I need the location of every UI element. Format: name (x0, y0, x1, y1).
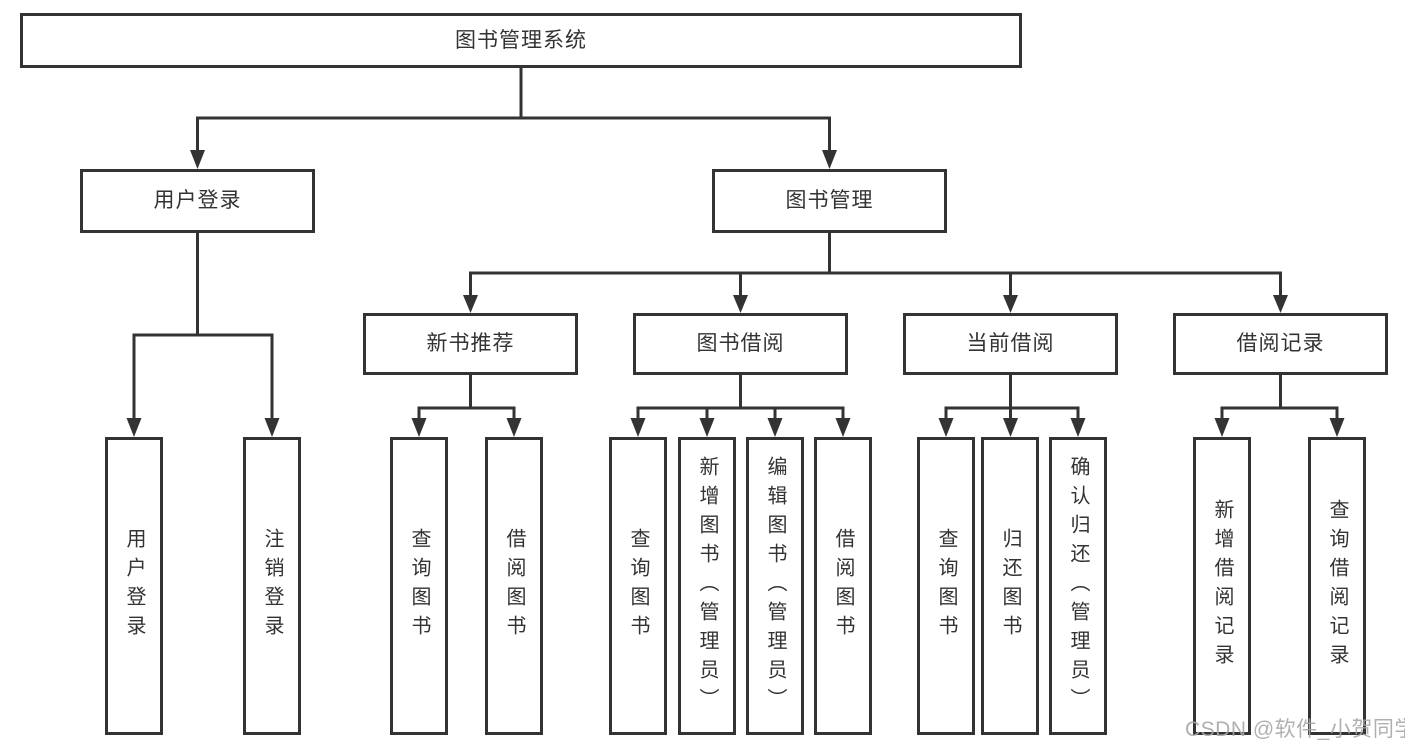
leaf-query-books-recommend: 查询图书 (390, 437, 448, 735)
leaf-borrow-books-recommend: 借阅图书 (485, 437, 543, 735)
leaf-add-borrow-record: 新增借阅记录 (1193, 437, 1251, 735)
node-borrow-records: 借阅记录 (1173, 313, 1388, 375)
node-book-management: 图书管理 (712, 169, 947, 233)
node-book-borrow: 图书借阅 (633, 313, 848, 375)
leaf-logout: 注销登录 (243, 437, 301, 735)
node-user-login: 用户登录 (80, 169, 315, 233)
node-new-book-recommend: 新书推荐 (363, 313, 578, 375)
leaf-add-books-admin: 新增图书（管理员） (678, 437, 736, 735)
leaf-query-books-current: 查询图书 (917, 437, 975, 735)
leaf-edit-books-admin: 编辑图书（管理员） (746, 437, 804, 735)
leaf-return-books: 归还图书 (981, 437, 1039, 735)
leaf-user-login: 用户登录 (105, 437, 163, 735)
leaf-query-borrow-record: 查询借阅记录 (1308, 437, 1366, 735)
leaf-borrow-books: 借阅图书 (814, 437, 872, 735)
csdn-watermark: CSDN @软件_小贺同学 (1185, 718, 1405, 741)
node-current-borrow: 当前借阅 (903, 313, 1118, 375)
leaf-confirm-return-admin: 确认归还（管理员） (1049, 437, 1107, 735)
leaf-query-books-borrow: 查询图书 (609, 437, 667, 735)
node-root-system: 图书管理系统 (20, 13, 1022, 68)
